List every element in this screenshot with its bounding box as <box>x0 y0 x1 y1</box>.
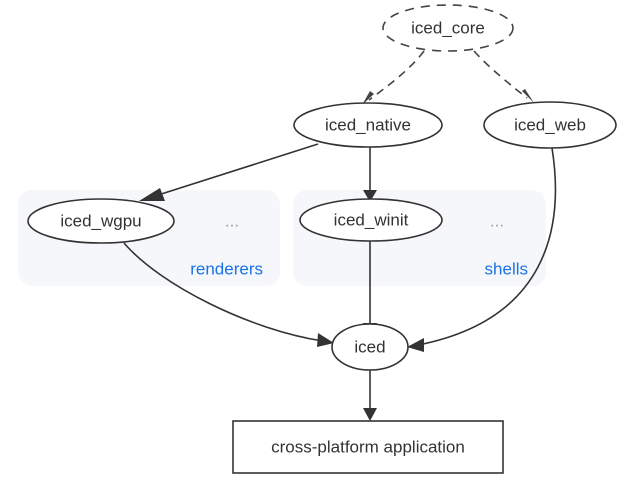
node-application-label: cross-platform application <box>271 437 465 456</box>
node-iced-core-label: iced_core <box>411 18 485 37</box>
node-application-shape <box>232 420 504 474</box>
node-iced-wgpu-shape <box>27 198 175 244</box>
node-iced-native-label: iced_native <box>325 115 411 134</box>
group-label-renderers: renderers <box>190 259 263 278</box>
edge-iced-native-to-iced-wgpu <box>139 143 319 201</box>
edge-iced-native-to-iced-winit <box>363 147 377 202</box>
node-iced-label: iced <box>354 337 385 356</box>
node-iced-web-shape <box>483 101 617 149</box>
edge-iced-web-to-iced <box>407 147 557 352</box>
node-iced-core[interactable]: iced_core <box>382 4 514 52</box>
shells-more-ellipsis: ... <box>490 211 504 230</box>
group-label-shells: shells <box>485 259 528 278</box>
node-iced-web[interactable]: iced_web <box>483 101 617 149</box>
node-cross-platform-application[interactable]: cross-platform application <box>232 420 504 474</box>
edge-iced-wgpu-to-iced <box>123 242 334 347</box>
node-iced-native-shape <box>293 102 443 148</box>
edge-iced-core-to-iced-native <box>362 50 425 105</box>
node-iced[interactable]: iced <box>331 323 409 371</box>
edge-iced-to-application <box>363 370 377 421</box>
node-iced-web-label: iced_web <box>514 115 586 134</box>
node-iced-winit-shape <box>299 198 443 242</box>
edge-iced-core-to-iced-web <box>473 50 534 103</box>
node-iced-native[interactable]: iced_native <box>293 102 443 148</box>
node-iced-winit-label: iced_winit <box>334 210 409 229</box>
node-iced-wgpu[interactable]: iced_wgpu <box>27 198 175 244</box>
renderers-more-ellipsis: ... <box>225 211 239 230</box>
node-iced-shape <box>331 323 409 371</box>
node-iced-winit[interactable]: iced_winit <box>299 198 443 242</box>
node-iced-wgpu-label: iced_wgpu <box>60 211 141 230</box>
node-iced-core-shape <box>382 4 514 52</box>
